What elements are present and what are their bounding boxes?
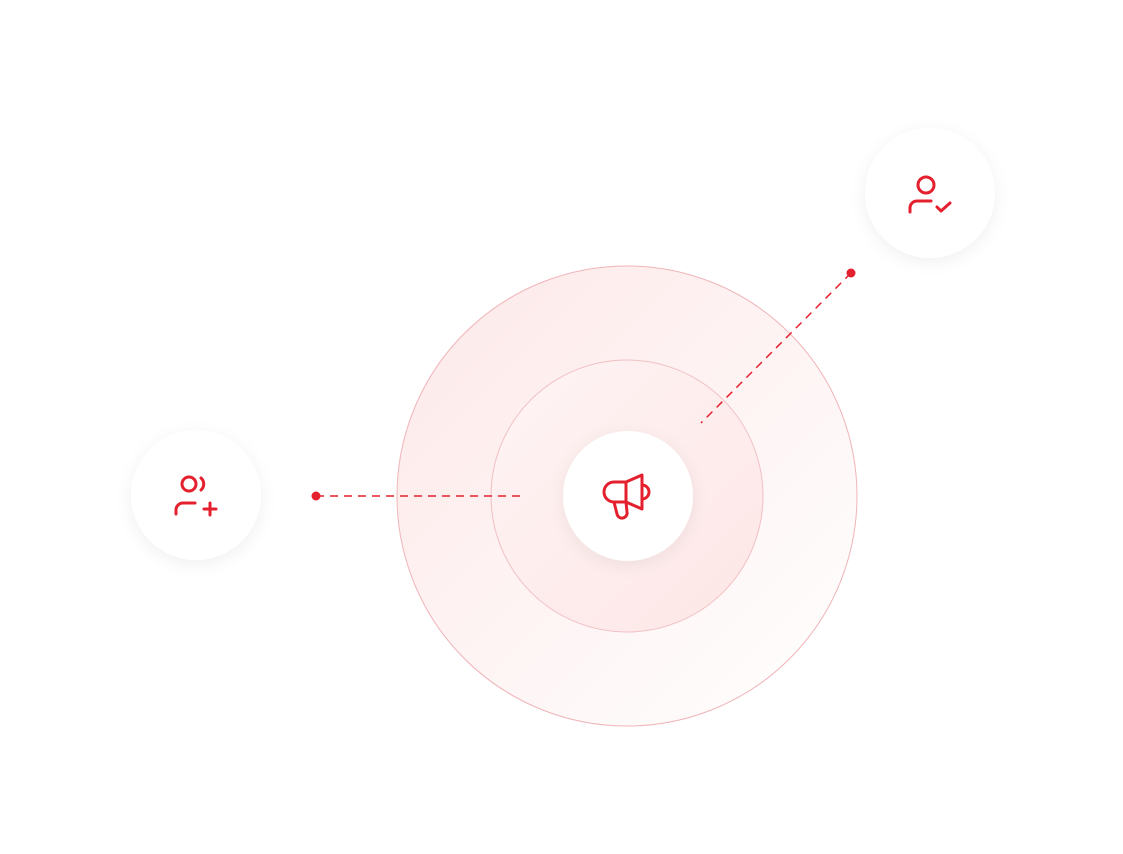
megaphone-icon: [602, 473, 651, 520]
right-node: [865, 128, 995, 258]
connector-right: [700, 268, 856, 424]
user-check-icon: [908, 175, 952, 214]
left-node: [131, 430, 261, 560]
center-node: [563, 431, 693, 561]
connector-dot: [311, 491, 321, 501]
connector-dot: [846, 268, 856, 278]
connector-left: [311, 491, 520, 501]
user-plus-icon: [174, 475, 218, 517]
